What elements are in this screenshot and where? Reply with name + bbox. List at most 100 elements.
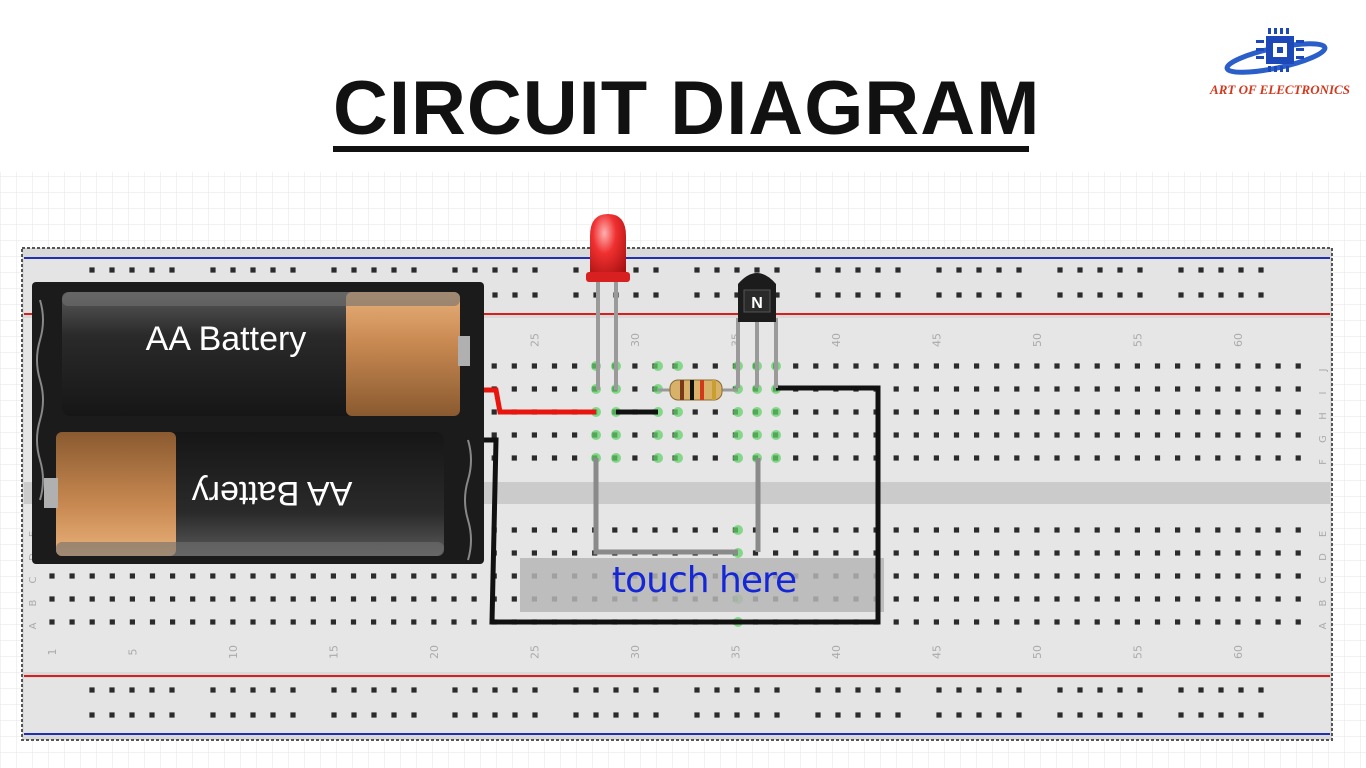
rail-hole [1016, 267, 1022, 273]
breadboard-hole [833, 455, 839, 461]
rail-hole [129, 267, 135, 273]
breadboard-hole [210, 619, 216, 625]
breadboard-hole [793, 455, 799, 461]
breadboard-hole [933, 527, 939, 533]
rail-hole [290, 267, 296, 273]
breadboard-hole [230, 596, 236, 602]
rail-hole [250, 712, 256, 718]
breadboard-hole [350, 619, 357, 625]
rail-hole [633, 267, 639, 273]
breadboard-hole [1275, 409, 1281, 415]
breadboard-hole [572, 432, 578, 438]
column-number-label: 35 [729, 333, 742, 347]
breadboard-hole [1295, 550, 1301, 556]
breadboard-hole [1195, 432, 1201, 438]
breadboard-hole [129, 573, 135, 579]
rail-hole [391, 267, 397, 273]
breadboard-hole [994, 409, 1000, 415]
breadboard-hole [1275, 455, 1281, 461]
breadboard-hole [1134, 409, 1140, 415]
breadboard-hole [933, 573, 939, 579]
row-letter-label: E [1318, 531, 1329, 537]
breadboard-hole [49, 619, 55, 625]
rail-hole [1097, 267, 1103, 273]
highlighted-hole [752, 384, 762, 394]
breadboard-hole [511, 550, 517, 556]
rail-hole [1137, 687, 1143, 693]
breadboard-hole [913, 596, 919, 602]
breadboard-hole [712, 527, 718, 533]
breadboard-hole [712, 363, 718, 369]
battery-bottom-label: AA Battery [192, 474, 353, 512]
rail-hole [1198, 267, 1204, 273]
breadboard-hole [1034, 619, 1040, 625]
breadboard-hole [371, 596, 377, 602]
touch-pad[interactable] [520, 558, 884, 612]
rail-hole [1238, 712, 1244, 718]
breadboard-hole [994, 386, 1000, 392]
breadboard-hole [994, 573, 1000, 579]
breadboard-hole [793, 527, 799, 533]
rail-hole [89, 687, 95, 693]
rail-hole [1198, 292, 1204, 298]
breadboard-hole [1114, 363, 1120, 369]
highlighted-hole [771, 430, 781, 440]
breadboard-hole [893, 527, 899, 533]
column-number-label: 25 [528, 333, 541, 347]
breadboard-hole [974, 432, 980, 438]
breadboard-hole [1074, 527, 1080, 533]
breadboard-hole [833, 550, 839, 556]
breadboard-hole [1235, 386, 1241, 392]
breadboard-hole [1014, 363, 1020, 369]
column-number-label: 50 [1031, 333, 1044, 347]
breadboard-hole [149, 573, 156, 579]
column-number-label: 1 [46, 649, 59, 656]
breadboard-hole [1255, 409, 1261, 415]
rail-hole [976, 292, 982, 298]
breadboard-hole [1235, 455, 1241, 461]
breadboard-hole [1074, 550, 1080, 556]
breadboard-hole [1094, 409, 1100, 415]
breadboard-hole [1275, 386, 1281, 392]
breadboard-hole [953, 432, 960, 438]
rail-hole [976, 267, 982, 273]
breadboard-hole [511, 596, 517, 602]
breadboard-hole [129, 596, 135, 602]
breadboard-hole [1195, 596, 1201, 602]
breadboard-hole [933, 432, 939, 438]
breadboard-hole [1034, 596, 1040, 602]
breadboard-hole [1134, 386, 1140, 392]
breadboard-hole [572, 363, 578, 369]
row-letter-label: F [1318, 459, 1329, 465]
breadboard-hole [1255, 596, 1261, 602]
column-number-label: 60 [1232, 333, 1245, 347]
rail-hole [492, 687, 498, 693]
rail-hole [149, 712, 155, 718]
breadboard-hole [431, 619, 437, 625]
breadboard-hole [1175, 550, 1181, 556]
transistor: N [736, 273, 778, 388]
breadboard-hole [49, 573, 55, 579]
breadboard-hole [1034, 550, 1040, 556]
rail-hole [936, 687, 942, 693]
breadboard-hole [632, 432, 638, 438]
breadboard-hole [813, 363, 819, 369]
rail-hole [169, 712, 175, 718]
breadboard-hole [310, 619, 316, 625]
rail-hole [512, 712, 518, 718]
breadboard-hole [411, 573, 417, 579]
highlighted-hole [733, 453, 743, 463]
breadboard-hole [1175, 527, 1181, 533]
rail-hole [895, 292, 901, 298]
breadboard-hole [1215, 386, 1221, 392]
breadboard-hole [813, 409, 819, 415]
wires [484, 385, 881, 625]
breadboard-hole [1074, 386, 1080, 392]
rail-hole [714, 267, 720, 273]
rail-hole [976, 712, 982, 718]
breadboard-hole [913, 409, 919, 415]
column-number-label: 40 [830, 333, 843, 347]
rail-hole [1117, 267, 1123, 273]
rail-hole [1258, 712, 1264, 718]
rail-hole [835, 712, 841, 718]
